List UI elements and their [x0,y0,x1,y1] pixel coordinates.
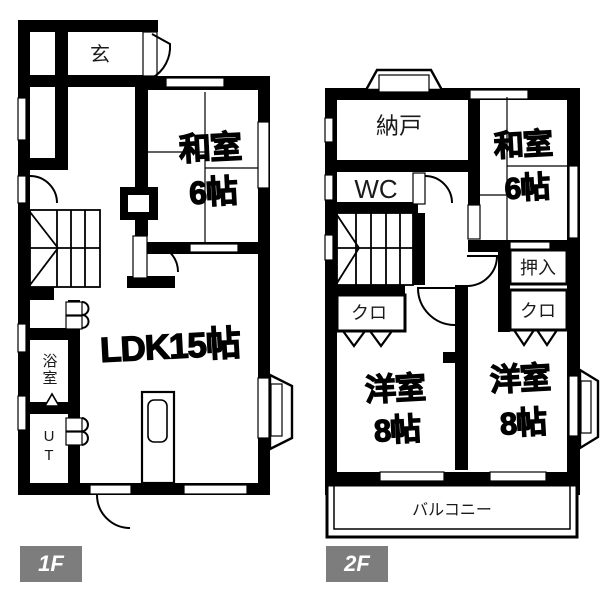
label-storage-2f: 納戸 [376,112,422,139]
utility-bifold-icon [81,417,89,446]
back-door-arc [96,494,131,529]
label-ldk-1f: LDK15帖 [98,323,241,371]
tatami-lines-2f [480,97,567,240]
bedroom-right-door-arc [466,255,499,287]
label-closet-left-2f: クロ [351,303,387,323]
floor-badge-2f: 2F [326,546,388,582]
label-washitsu-1f-line2: 6帖 [188,172,239,212]
storage-nook-1f [128,195,149,212]
floor-badge-1f: 1F [20,546,82,582]
wc-door-arc [424,175,453,204]
entrance-door-arc [151,33,172,79]
label-western-left-line1: 洋室 [363,369,426,409]
bath-door-triangle-icon [43,392,61,407]
stairs-2f [336,212,414,286]
bay-window-1f [268,373,294,451]
hall-door-arc [29,175,58,204]
label-wc-2f: WC [354,174,398,204]
ldk-door-arc [149,243,179,273]
closet-bifold-icons [342,329,558,348]
label-western-left-line2: 8帖 [372,411,422,450]
label-western-right-line1: 洋室 [488,359,551,399]
windows-2f [324,89,579,482]
label-washitsu-1f-line1: 和室 [177,128,242,168]
bedroom-left-door-arc [416,287,456,326]
balcony-2f [325,483,579,539]
label-oshiire-2f: 押入 [520,258,556,278]
stairs-1f [29,209,101,288]
floorplan-1f [17,20,294,529]
label-balcony-2f: バルコニー [412,502,492,519]
oshiire-box [508,248,569,286]
label-entrance-1f: 玄 [90,44,110,66]
tatami-lines-1f [147,92,258,242]
label-closet-right-2f: クロ [520,301,556,321]
door-arcs-1f [29,33,179,529]
kitchen-unit-icon [140,390,176,485]
label-washitsu-2f-line1: 和室 [493,127,554,164]
label-bathroom-1f: 浴室 [40,353,58,387]
windows-1f [17,31,270,495]
closet-left-box [335,293,407,333]
washroom-bifold-icon [81,301,90,329]
floorplan-2f [324,68,600,539]
bay-window-2f [578,367,600,451]
closet-boxes-2f [335,248,569,333]
closet-right-box [508,288,569,332]
label-utility-1f: UT [40,428,58,466]
door-arcs-2f [416,175,499,326]
label-washitsu-2f-line2: 6帖 [503,170,551,207]
label-western-right-line2: 8帖 [498,404,548,443]
dormer-window-2f [363,68,445,93]
